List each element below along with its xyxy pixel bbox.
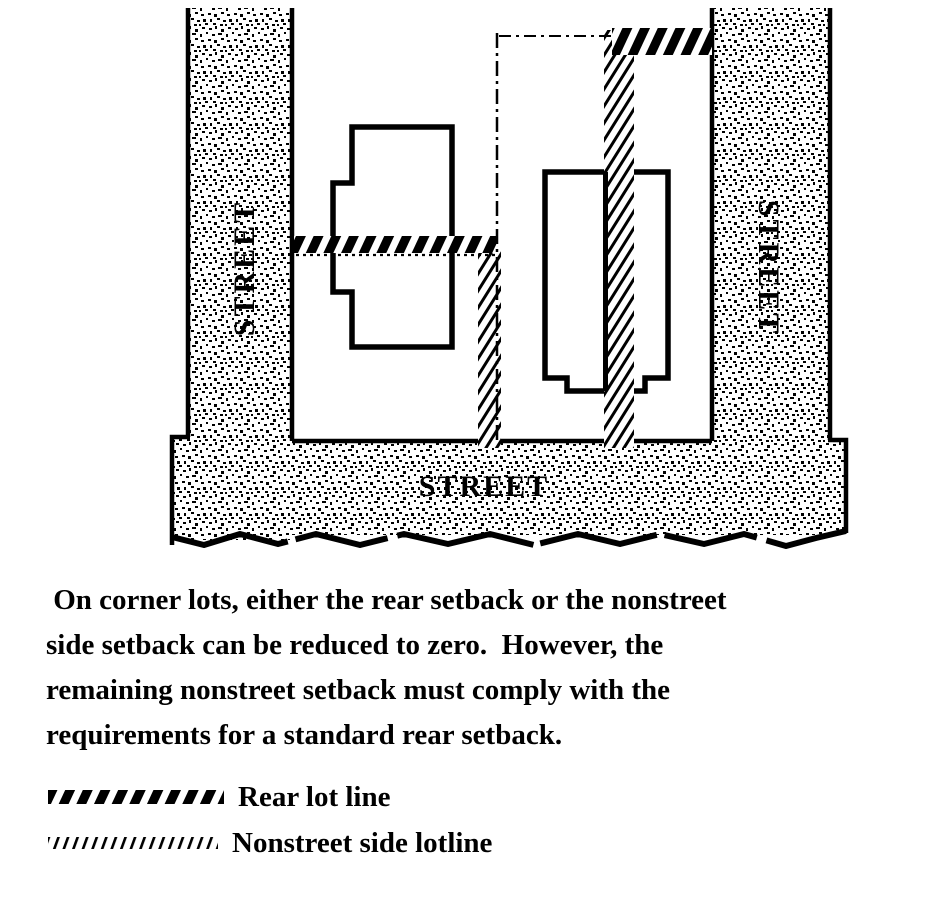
caption-line: On corner lots, either the rear setback … xyxy=(46,584,727,616)
street-band-bottom xyxy=(172,440,846,535)
caption-line: side setback can be reduced to zero. How… xyxy=(46,629,664,661)
legend-label-rear-lot-line: Rear lot line xyxy=(238,781,391,813)
street-borders xyxy=(169,8,849,545)
rear-lot-line-swatch xyxy=(48,790,224,804)
rear-lot-line-top-band xyxy=(612,28,712,55)
legend: Rear lot line Nonstreet side lotline xyxy=(48,779,492,871)
rear-lot-line-band xyxy=(294,236,497,253)
caption-line: remaining nonstreet setback must comply … xyxy=(46,674,671,706)
bottom-street-ragged-edge xyxy=(171,528,847,549)
left-street-jog xyxy=(169,434,190,545)
right-street-jog xyxy=(828,437,849,533)
street-label-right: STREET xyxy=(752,200,785,336)
nonstreet-side-band-right xyxy=(604,30,634,448)
legend-label-nonstreet-side-lotline: Nonstreet side lotline xyxy=(232,827,493,859)
legend-item-rear-lot-line: Rear lot line xyxy=(48,779,492,815)
nonstreet-side-lotline-swatch xyxy=(48,837,218,849)
zoning-diagram: STREET STREET STREET xyxy=(169,8,849,549)
street-label-bottom: STREET xyxy=(419,470,549,503)
nonstreet-side-band-left xyxy=(478,246,501,448)
caption-line: requirements for a standard rear setback… xyxy=(46,719,563,751)
shared-wall-line xyxy=(603,172,608,391)
legend-item-nonstreet-side-lotline: Nonstreet side lotline xyxy=(48,825,492,861)
street-label-left: STREET xyxy=(228,200,261,336)
caption-paragraph: On corner lots, either the rear setback … xyxy=(46,578,906,758)
